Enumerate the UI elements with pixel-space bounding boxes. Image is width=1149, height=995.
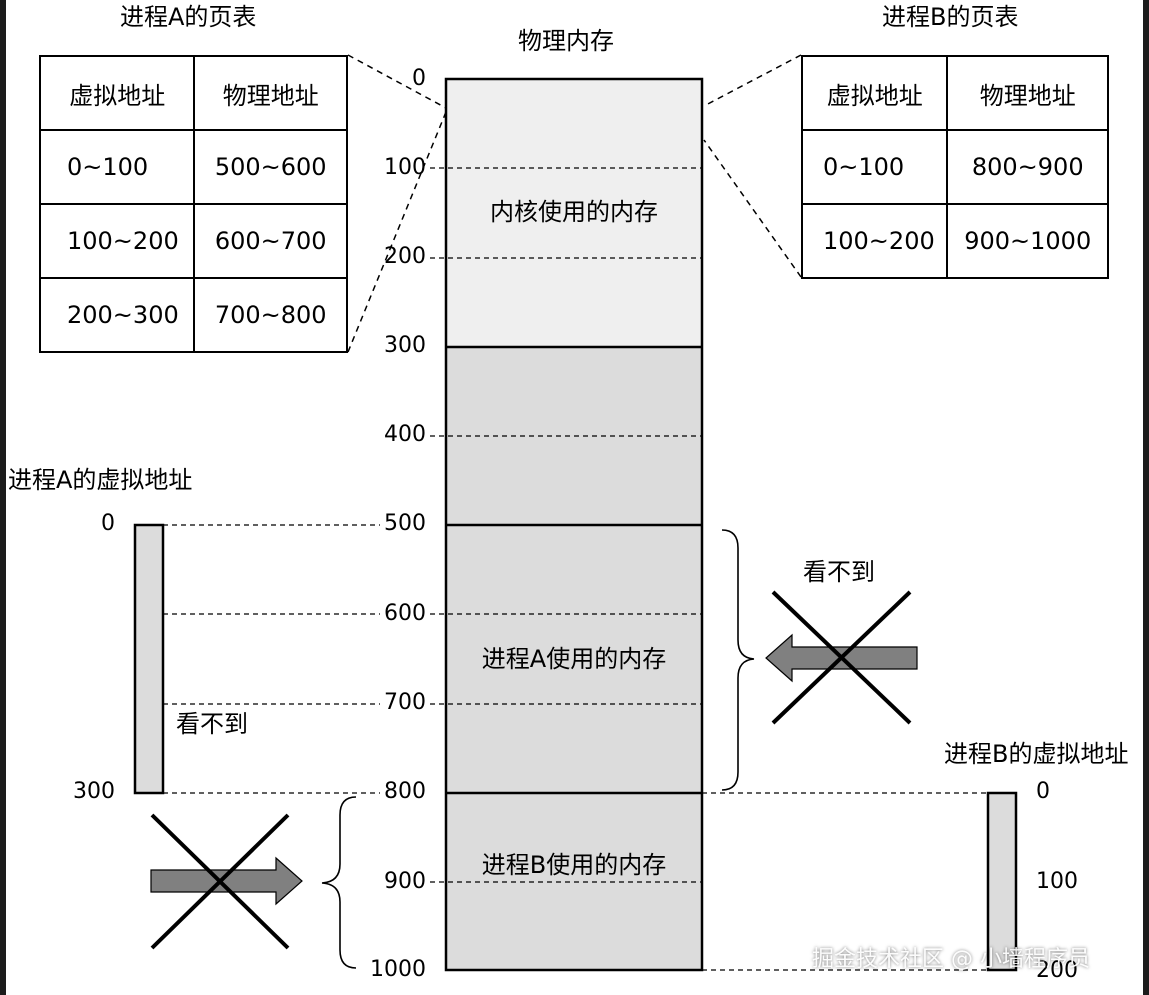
table-header-row: 虚拟地址 物理地址 <box>800 55 1109 131</box>
memory-tick: 600 <box>384 601 426 626</box>
memory-tick: 200 <box>384 244 426 269</box>
cell-virtual: 0~100 <box>800 129 949 205</box>
virtual-a-tick: 0 <box>101 511 115 536</box>
cell-virtual: 0~100 <box>38 129 196 205</box>
memory-tick: 500 <box>384 511 426 536</box>
kernel-region-label: 内核使用的内存 <box>490 198 658 226</box>
cell-physical: 500~600 <box>193 129 348 205</box>
table-row: 100~200 600~700 <box>38 203 348 279</box>
memory-tick: 900 <box>384 869 426 894</box>
virtual-a-tick: 300 <box>73 779 115 804</box>
cross-icon <box>150 813 290 950</box>
kernel-region <box>446 79 702 347</box>
memory-tick: 700 <box>384 690 426 715</box>
connector-line <box>703 54 802 107</box>
brace-process-b <box>321 796 357 969</box>
page-table-b: 虚拟地址 物理地址 0~100 800~900 100~200 900~1000 <box>800 55 1109 279</box>
header-physical: 物理地址 <box>946 55 1109 131</box>
virtual-b-tick: 0 <box>1036 779 1050 804</box>
physical-memory-title: 物理内存 <box>518 27 614 55</box>
header-virtual: 虚拟地址 <box>800 55 949 131</box>
process-a-region-label: 进程A使用的内存 <box>481 645 667 673</box>
arrow-right-icon <box>150 856 303 906</box>
table-row: 0~100 500~600 <box>38 129 348 205</box>
table-row: 0~100 800~900 <box>800 129 1109 205</box>
virtual-b-tick: 100 <box>1036 869 1078 894</box>
cell-virtual: 100~200 <box>800 203 949 279</box>
header-physical: 物理地址 <box>193 55 348 131</box>
memory-tick: 400 <box>384 422 426 447</box>
watermark: 掘金技术社区 @ 小墙程序员 <box>812 947 1090 972</box>
cross-icon <box>771 590 912 725</box>
virtual-b-title: 进程B的虚拟地址 <box>944 740 1129 768</box>
memory-tick: 100 <box>384 155 426 180</box>
memory-tick: 800 <box>384 779 426 804</box>
table-header-row: 虚拟地址 物理地址 <box>38 55 348 131</box>
connector-line <box>347 111 447 353</box>
page-table-a-title: 进程A的页表 <box>120 3 257 31</box>
memory-tick: 300 <box>384 333 426 358</box>
memory-tick: 0 <box>412 66 426 91</box>
table-row: 200~300 700~800 <box>38 277 348 353</box>
virtual-a-blocked-label: 看不到 <box>176 710 248 738</box>
cell-physical: 900~1000 <box>946 203 1109 279</box>
cell-virtual: 100~200 <box>38 203 196 279</box>
header-virtual: 虚拟地址 <box>38 55 196 131</box>
virtual-a-bar <box>133 523 165 795</box>
virtual-a-title: 进程A的虚拟地址 <box>8 466 193 494</box>
memory-tick: 1000 <box>370 957 426 982</box>
process-a-region <box>446 525 702 793</box>
virtual-b-bar <box>986 791 1018 972</box>
cell-physical: 700~800 <box>193 277 348 353</box>
page-table-a: 虚拟地址 物理地址 0~100 500~600 100~200 600~700 … <box>38 55 348 353</box>
cell-physical: 800~900 <box>946 129 1109 205</box>
virtual-b-blocked-label: 看不到 <box>803 558 875 586</box>
brace-process-a <box>721 529 755 791</box>
table-row: 100~200 900~1000 <box>800 203 1109 279</box>
cell-virtual: 200~300 <box>38 277 196 353</box>
connector-line <box>347 54 447 109</box>
process-b-region-label: 进程B使用的内存 <box>481 851 667 879</box>
page-table-b-title: 进程B的页表 <box>882 3 1019 31</box>
virtual-b-tick: 200 <box>1036 958 1078 983</box>
cell-physical: 600~700 <box>193 203 348 279</box>
connector-line <box>703 139 802 278</box>
